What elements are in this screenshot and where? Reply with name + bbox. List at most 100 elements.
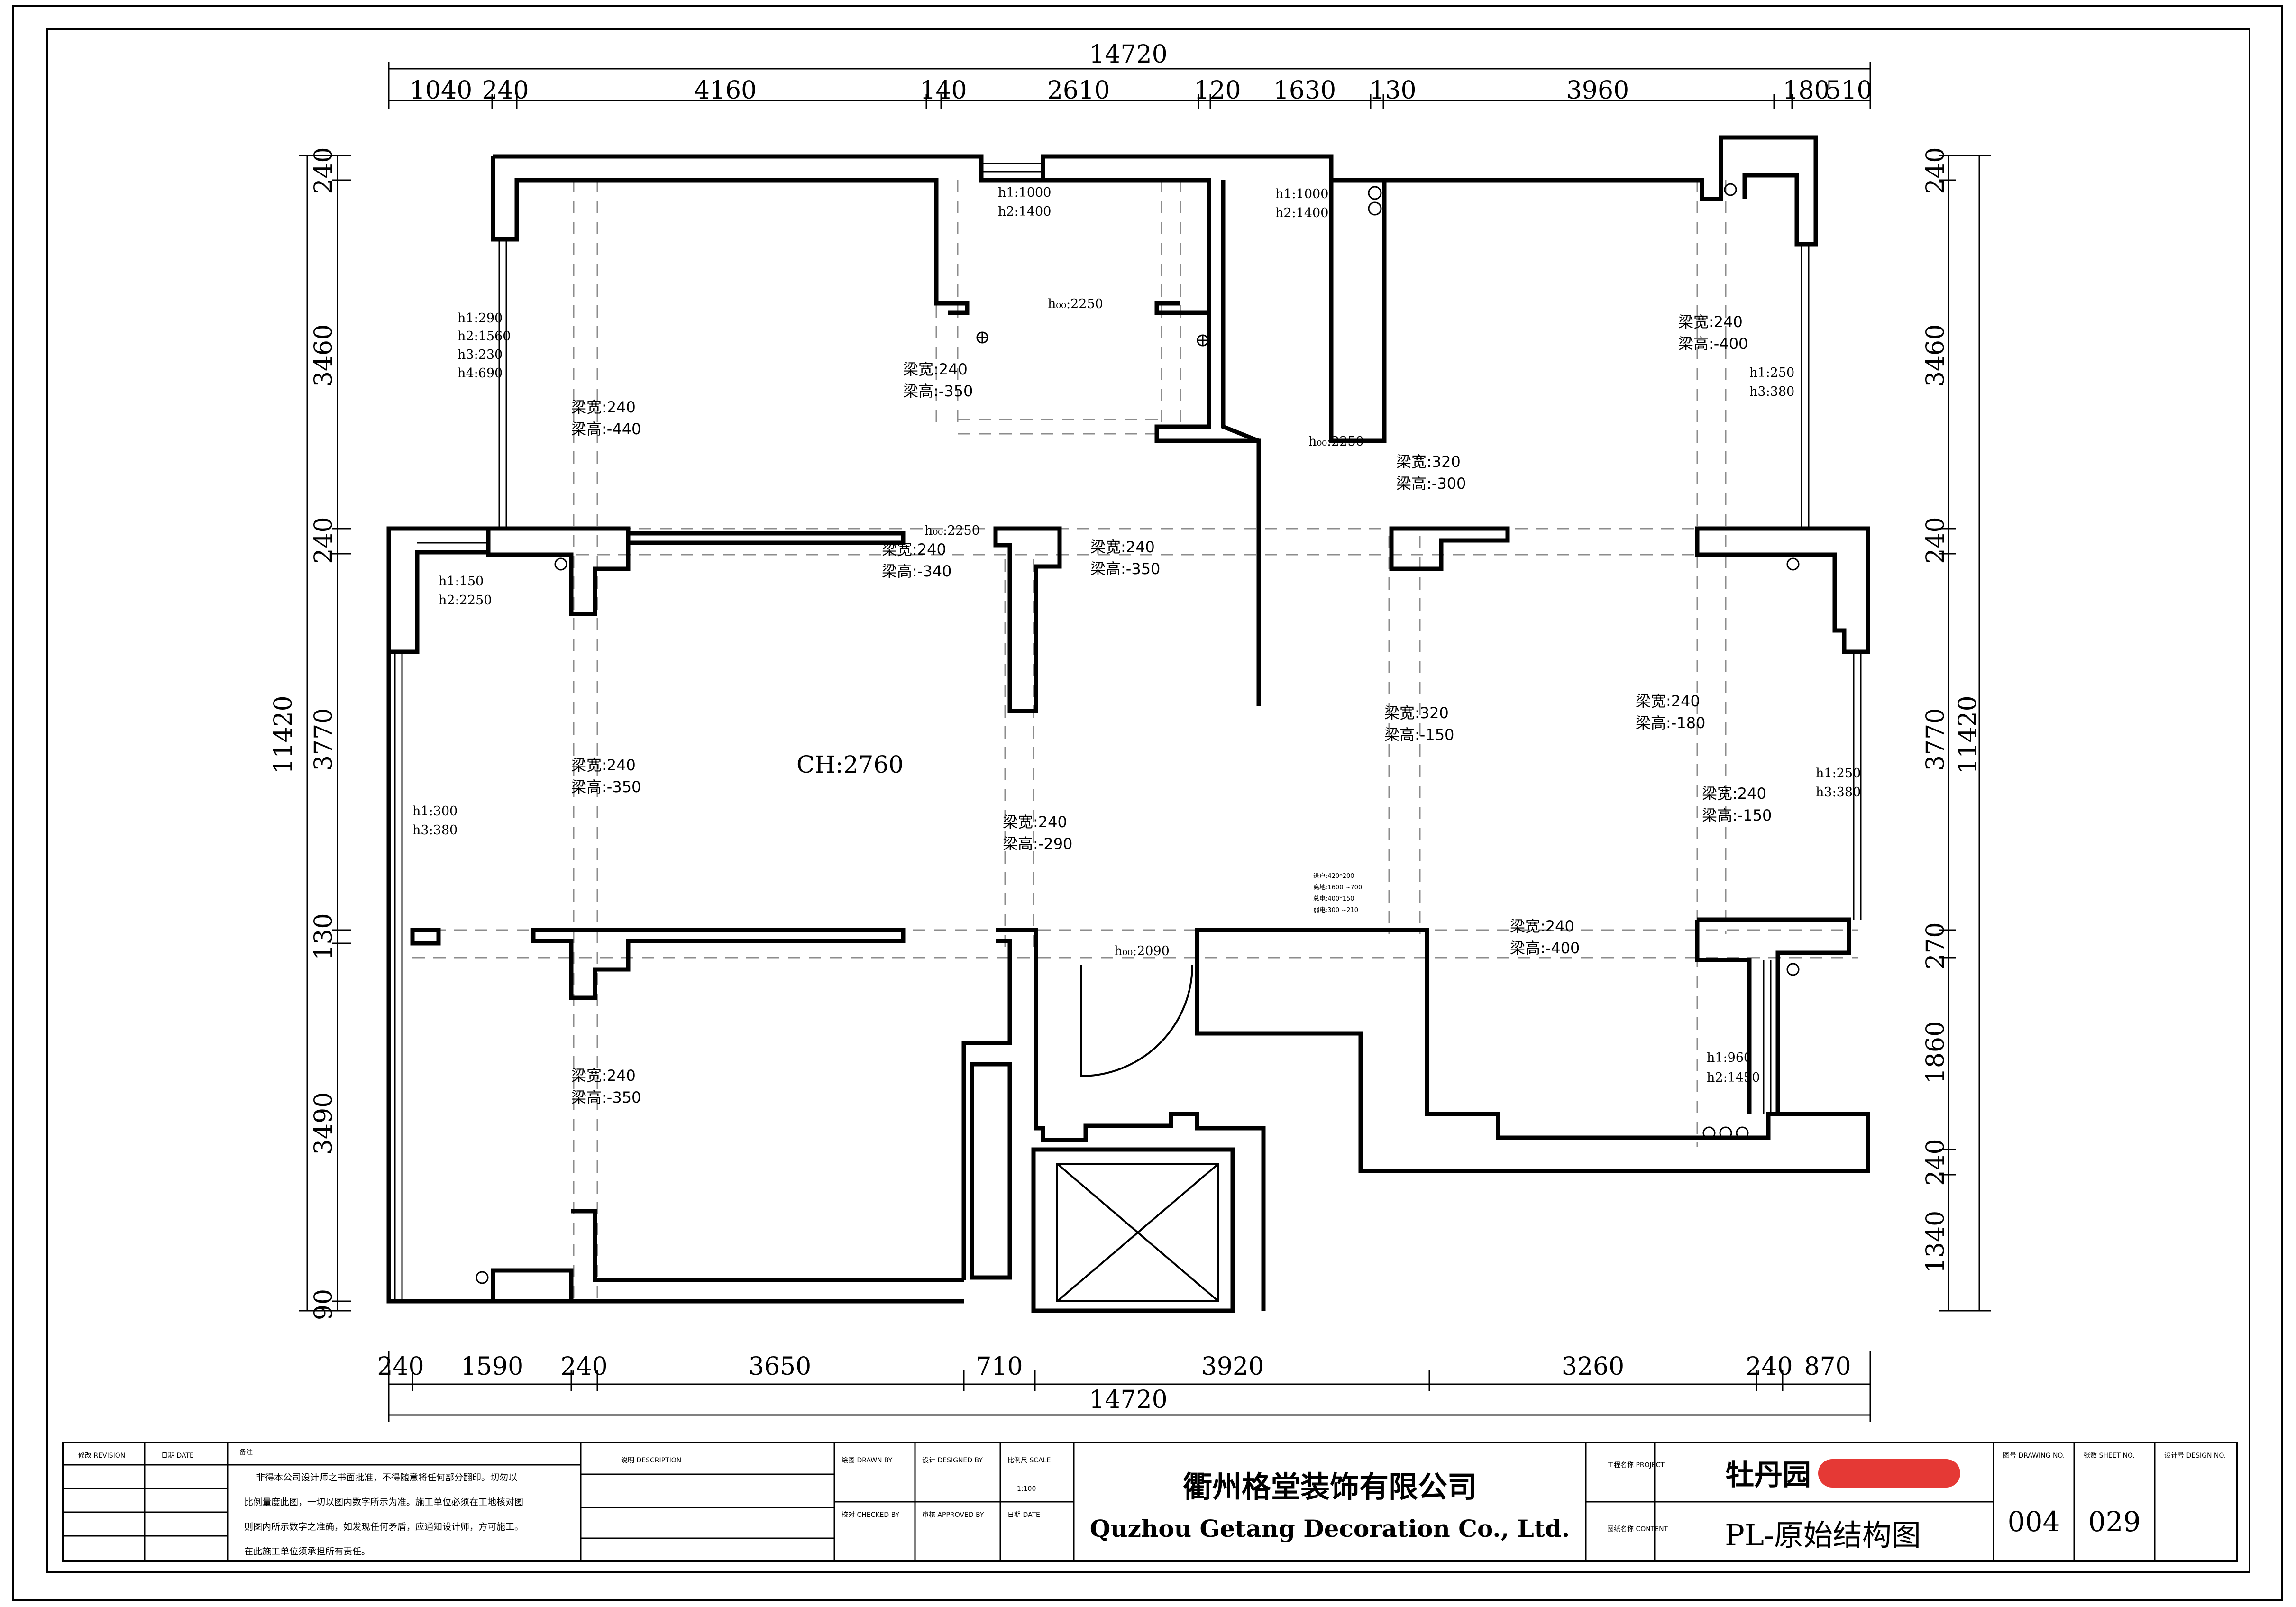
drawing-name: PL-原始结构图: [1725, 1518, 1921, 1552]
tb-checked-by: 校对 CHECKED BY: [842, 1511, 899, 1519]
pipe-icon: [1702, 1126, 1716, 1140]
dim-left-seg: 3460: [310, 324, 338, 387]
opening-label: h1:250: [1749, 365, 1794, 380]
beam-label: 梁宽:240: [903, 360, 968, 378]
dim-left-seg: 240: [310, 517, 338, 564]
opening-label: h2:1400: [1275, 206, 1328, 220]
beam-label: 梁宽:240: [571, 1067, 636, 1085]
tb-note-line: 比例量度此图，一切以图内数字所示为准。施工单位必须在工地核对图: [244, 1497, 523, 1507]
dim-bottom-seg: 240: [377, 1352, 424, 1381]
dim-left-seg: 130: [310, 913, 338, 960]
dim-right-seg: 240: [1921, 517, 1950, 564]
opening-label: h2:1400: [998, 204, 1051, 219]
beam-label: 梁宽:240: [1636, 692, 1700, 710]
beam-label: 梁高:-150: [1384, 726, 1454, 744]
dim-top-seg: 3960: [1566, 76, 1629, 105]
door-height-label: h₀₀:2090: [1114, 944, 1170, 959]
tb-drawing-no-label: 图号 DRAWING NO.: [2003, 1452, 2065, 1460]
dim-top-seg: 140: [920, 76, 967, 105]
sheet-border-inner: [46, 28, 2250, 1573]
dim-top-total: 14720: [1089, 40, 1167, 69]
pipe-icon: [1724, 183, 1737, 196]
dim-bottom-seg: 240: [1746, 1352, 1793, 1381]
dimension-bottom: 14720 240 1590 240 3650 710 3920 3260 24…: [377, 1351, 1871, 1422]
dim-bottom-seg: 240: [560, 1352, 607, 1381]
door-height-label: h₀₀:2250: [1308, 434, 1364, 449]
tb-note-line: 则图内所示数字之准确，如发现任何矛盾，应通知设计师，方可施工。: [244, 1522, 523, 1532]
beam-label: 梁高:-350: [903, 382, 973, 400]
beam-label: 梁高:-350: [571, 1088, 641, 1106]
company-name-cn: 衢州格堂装饰有限公司: [1183, 1470, 1477, 1504]
tb-notes-label: 备注: [239, 1448, 253, 1456]
tiny-notes: 进户:420*200 离地:1600 ~700 总电:400*150 弱电:30…: [1313, 872, 1362, 914]
tb-scale-label: 比例尺 SCALE: [1007, 1457, 1051, 1464]
dim-bottom-seg: 3650: [749, 1352, 811, 1381]
dim-right-seg: 270: [1921, 922, 1950, 969]
dim-right-seg: 3460: [1921, 324, 1950, 387]
dim-bottom-seg: 3920: [1201, 1352, 1264, 1381]
pipe-icon: [554, 557, 567, 571]
beam-label: 梁高:-340: [882, 562, 951, 580]
tb-revision: 修改 REVISION: [78, 1452, 125, 1460]
dim-top-seg: 2610: [1047, 76, 1110, 105]
pipe-icon: [476, 1271, 489, 1284]
drawing-number: 004: [2008, 1506, 2060, 1538]
dim-bottom-seg: 870: [1804, 1352, 1851, 1381]
dim-left-total: 11420: [269, 695, 298, 774]
dim-bottom-seg: 1590: [461, 1352, 523, 1381]
dim-left-seg: 3490: [310, 1092, 338, 1155]
dim-left-seg: 3770: [310, 708, 338, 771]
tb-description: 说明 DESCRIPTION: [621, 1457, 681, 1464]
opening-label: h1:1000: [998, 185, 1051, 200]
pipe-icon: [1786, 963, 1800, 976]
opening-label: h1:150: [439, 574, 484, 589]
dim-top-seg: 510: [1825, 76, 1872, 105]
door-height-label: h₀₀:2250: [924, 523, 980, 538]
beam-labels: 梁宽:240 梁高:-440 梁宽:240 梁高:-350 梁宽:240 梁高:…: [571, 313, 1772, 1106]
opening-label: h1:290: [457, 311, 503, 326]
opening-label: h2:1450: [1707, 1070, 1760, 1085]
dim-top-seg: 1630: [1273, 76, 1336, 105]
beam-label: 梁宽:240: [1090, 538, 1155, 556]
opening-label: h3:380: [1816, 785, 1861, 800]
beam-label: 梁宽:320: [1396, 453, 1461, 471]
dim-top-seg: 120: [1194, 76, 1241, 105]
tb-note-line: 非得本公司设计师之书面批准，不得随意将任何部分翻印。切勿以: [256, 1472, 517, 1483]
opening-label: h3:380: [412, 823, 457, 838]
dim-right-seg: 1340: [1921, 1211, 1950, 1273]
beam-label: 梁高:-400: [1678, 335, 1748, 353]
opening-label: h1:300: [412, 804, 457, 819]
title-block: 修改 REVISION 日期 DATE 备注 非得本公司设计师之书面批准，不得随…: [62, 1442, 2238, 1562]
dim-top-seg: 130: [1369, 76, 1416, 105]
dim-right-seg: 3770: [1921, 708, 1950, 771]
beam-label: 梁宽:240: [1510, 917, 1574, 935]
opening-label: h1:250: [1816, 766, 1861, 781]
walls: [386, 135, 1870, 1313]
sheet-number: 029: [2088, 1506, 2141, 1538]
beam-label: 梁高:-400: [1510, 939, 1580, 957]
pipe-icon: [1368, 186, 1382, 200]
beam-label: 梁高:-290: [1003, 835, 1072, 853]
tb-project-label: 工程名称 PROJECT: [1607, 1461, 1665, 1469]
dim-bottom-seg: 3260: [1562, 1352, 1624, 1381]
pipe-icon: [1368, 201, 1382, 216]
opening-labels: h1:1000 h2:1400 h1:1000 h2:1400 h1:290 h…: [412, 185, 1861, 1085]
pipe-icon: [1719, 1126, 1732, 1140]
beam-label: 梁宽:240: [571, 398, 636, 416]
opening-label: h2:1560: [457, 329, 511, 344]
tb-design-label: 设计号 DESIGN NO.: [2164, 1452, 2226, 1460]
pipe-icon: [1736, 1126, 1749, 1140]
pipe-icons: [476, 183, 1800, 1284]
tb-drawing-label: 图纸名称 CONTENT: [1607, 1525, 1668, 1533]
beam-label: 梁宽:240: [1003, 813, 1067, 831]
beam-label: 梁高:-350: [571, 778, 641, 796]
dimension-right: 11420 240 3460 240 3770 270 1860 240 134…: [1921, 147, 1991, 1312]
tb-date2: 日期 DATE: [1007, 1511, 1040, 1519]
tb-designed-by: 设计 DESIGNED BY: [922, 1457, 983, 1464]
tiny-note: 总电:400*150: [1313, 895, 1354, 903]
tb-sheet-label: 张数 SHEET NO.: [2084, 1452, 2135, 1460]
opening-label: h4:690: [457, 366, 503, 381]
opening-label: h2:2250: [439, 593, 492, 608]
opening-label: h3:380: [1749, 384, 1794, 399]
dim-bottom-total: 14720: [1089, 1386, 1167, 1414]
